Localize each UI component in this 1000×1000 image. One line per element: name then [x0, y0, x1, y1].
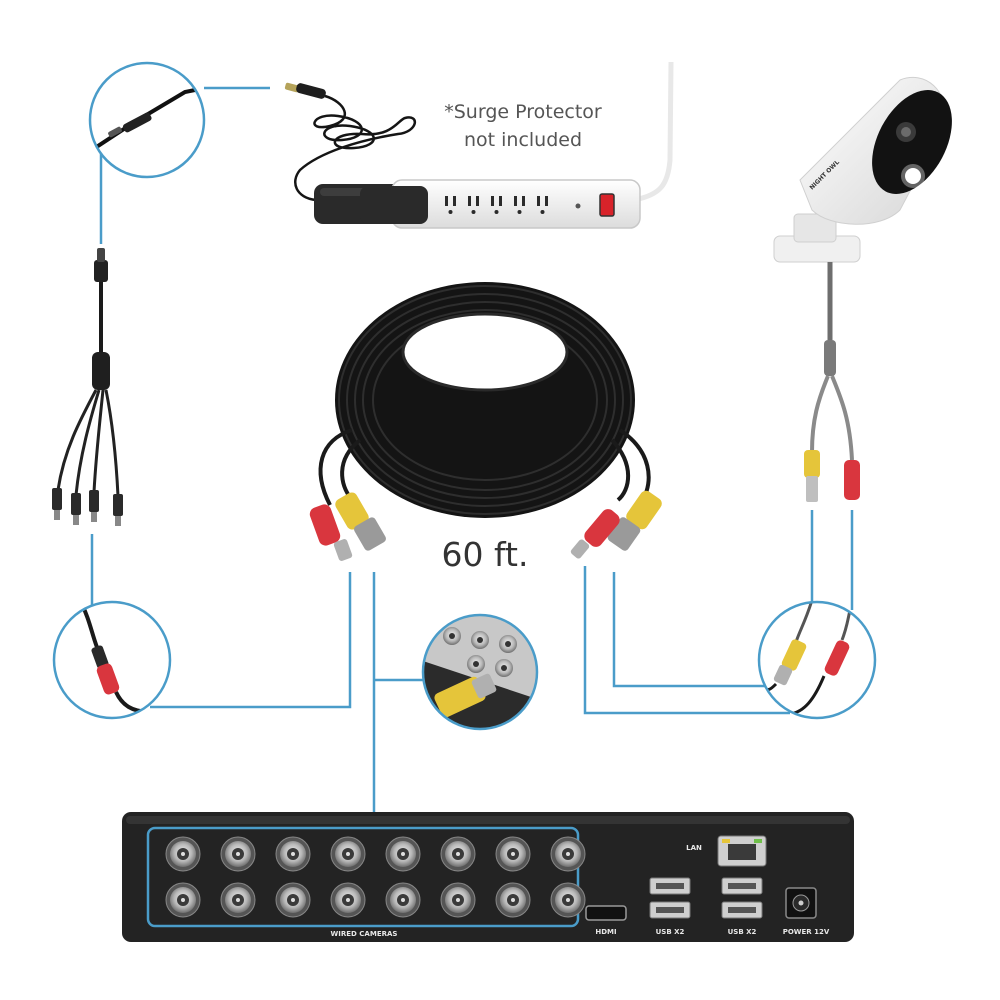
guide-line-right-power [583, 566, 790, 715]
zoom-circle-camera-joint [757, 600, 877, 720]
bnc-port [550, 882, 586, 918]
power-splitter [52, 248, 123, 526]
usb-left-label: USB X2 [656, 928, 685, 936]
surge-protector [360, 61, 674, 229]
bnc-port [220, 836, 256, 872]
cable-length-label: 60 ft. [442, 535, 529, 574]
bnc-port [385, 836, 421, 872]
surge-power-switch [599, 193, 615, 217]
wired-cameras-panel [146, 826, 580, 928]
lan-label: LAN [686, 844, 702, 852]
guide-line-right-video [612, 572, 772, 688]
usb-right-label: USB X2 [728, 928, 757, 936]
bnc-port [330, 882, 366, 918]
surge-cord [633, 61, 674, 203]
bnc-port [165, 882, 201, 918]
surge-note-line2: not included [464, 129, 582, 151]
bnc-coil-cable [309, 282, 662, 561]
bnc-port [330, 836, 366, 872]
guide-line-left-power [150, 572, 352, 709]
guide-lines [90, 86, 854, 830]
surge-note-line1: *Surge Protector [444, 101, 602, 123]
bnc-port [550, 836, 586, 872]
bnc-port [440, 836, 476, 872]
bnc-port [495, 836, 531, 872]
power-label: POWER 12V [783, 928, 830, 936]
zoom-circle-power-splitter [52, 600, 172, 720]
wired-cameras-label: WIRED CAMERAS [331, 930, 398, 938]
bnc-port [275, 882, 311, 918]
bnc-port [220, 882, 256, 918]
bnc-port [440, 882, 476, 918]
bnc-port [495, 882, 531, 918]
bnc-port [275, 836, 311, 872]
hdmi-port [585, 905, 627, 921]
bnc-port-grid [165, 836, 586, 918]
bnc-port [385, 882, 421, 918]
hdmi-label: HDMI [595, 928, 616, 936]
dvr-recorder: WIRED CAMERAS HDMI USB X2 LAN USB X2 POW… [122, 812, 854, 942]
zoom-circle-dvr-ports [421, 613, 539, 731]
bullet-camera: NIGHT OWL [773, 76, 952, 502]
bnc-port [165, 836, 201, 872]
zoom-circle-dc-joint [88, 61, 206, 179]
